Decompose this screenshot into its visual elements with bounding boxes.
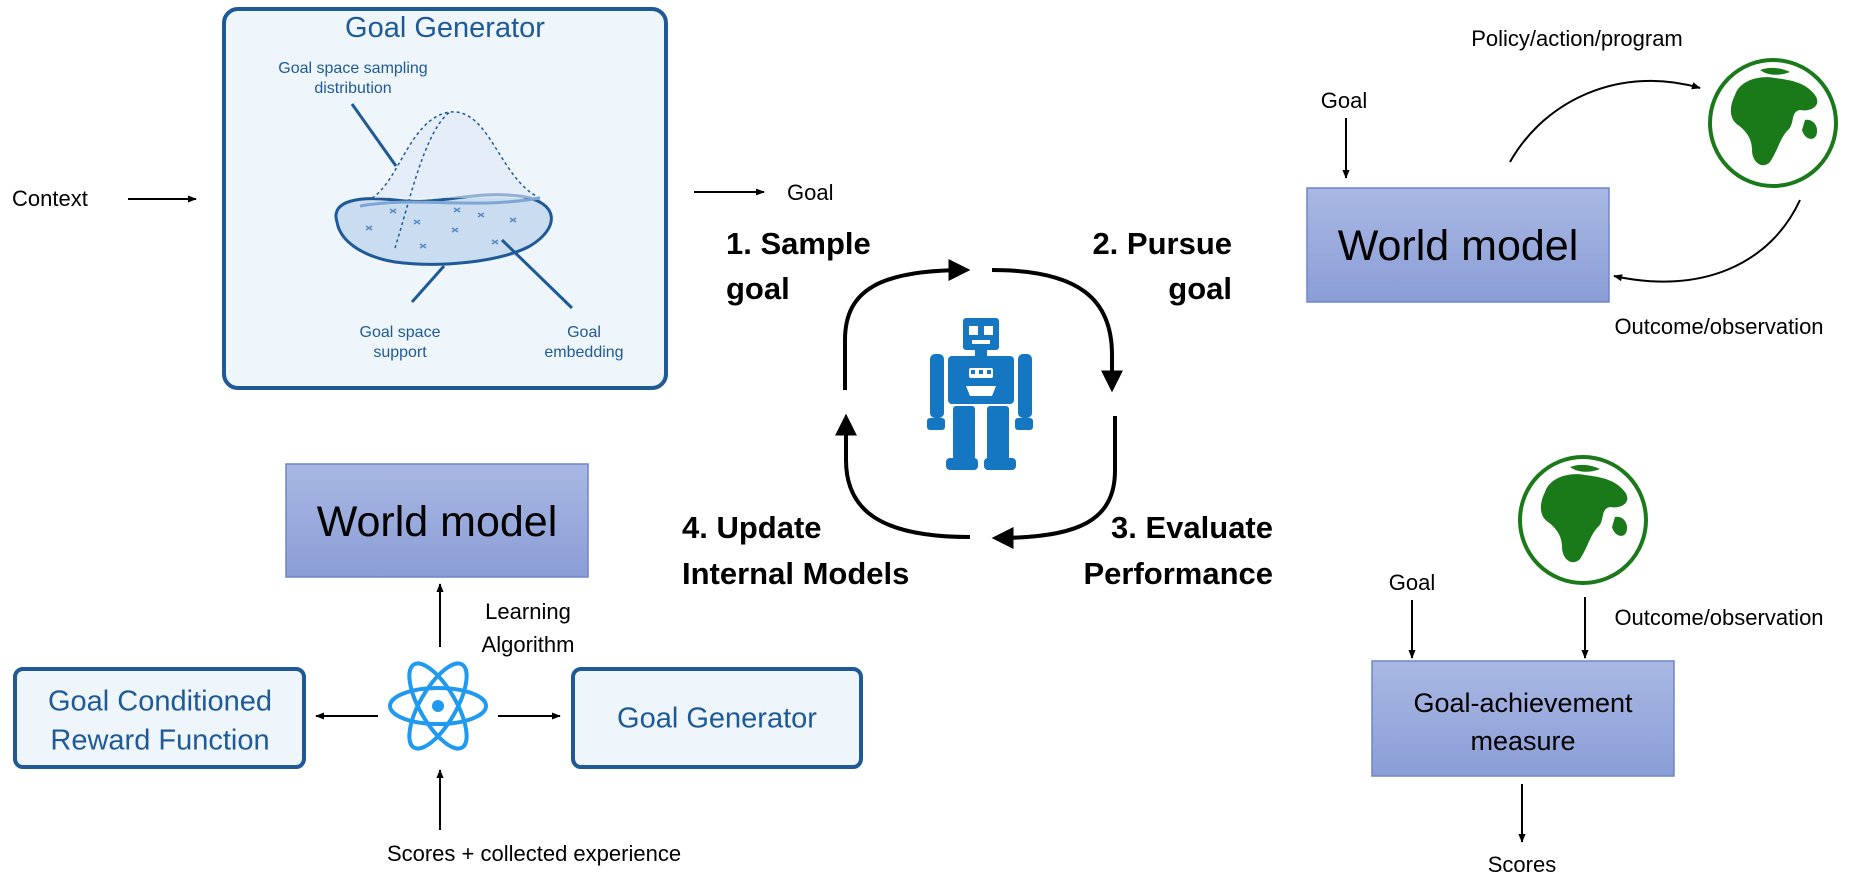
- step4-line2: Internal Models: [682, 556, 909, 591]
- reward-label-line1: Goal Conditioned: [48, 686, 272, 718]
- goal-achievement-section: Goal Outcome/observation Goal-achievemen…: [1371, 455, 1824, 877]
- goal-embedding-points: [365, 207, 517, 249]
- outcome-label-bottom: Outcome/observation: [1614, 605, 1823, 630]
- world-model-label-bottom: World model: [317, 498, 558, 546]
- world-model-label-top: World model: [1338, 222, 1579, 270]
- sampling-distribution-line2: distribution: [314, 80, 391, 97]
- goal-achievement-box: [1371, 660, 1675, 777]
- goal-generator-section: Context Goal Generator: [12, 7, 833, 390]
- distribution-ridge: [359, 196, 541, 208]
- cycle-arrow-evaluate: [991, 416, 1117, 549]
- context-label: Context: [12, 186, 88, 211]
- embedding-pointer-line: [500, 238, 574, 310]
- goal-generator-box: [571, 667, 863, 769]
- sampling-distribution-line1: Goal space sampling: [278, 60, 427, 77]
- step3-line2: Performance: [1083, 556, 1273, 591]
- world-model-box-bottom: [285, 463, 589, 578]
- goal-generator-box-label: Goal Generator: [617, 703, 817, 735]
- cycle-arrow-pursue: [991, 268, 1123, 393]
- outcome-arrow-top: [1613, 199, 1801, 283]
- goal-label-bottom: Goal: [1389, 570, 1435, 595]
- learning-label-line2: Algorithm: [482, 632, 575, 657]
- learning-cycle: 1. Sample goal 2. Pursue goal 3. Evaluat…: [682, 226, 1273, 591]
- sampling-distribution-curve: [371, 111, 541, 199]
- goal-space-support-shape: [334, 193, 553, 266]
- measure-label-line2: measure: [1470, 726, 1575, 756]
- step2-line2: goal: [1168, 271, 1232, 306]
- distribution-pointer-line: [350, 103, 398, 167]
- learning-label-line1: Learning: [485, 599, 571, 624]
- goal-generator-title: Goal Generator: [345, 12, 545, 44]
- reward-function-box: [13, 667, 306, 769]
- support-pointer-line: [410, 265, 446, 303]
- step2-line1: 2. Pursue: [1092, 226, 1232, 261]
- measure-label-line1: Goal-achievement: [1413, 688, 1633, 718]
- scores-experience-label: Scores + collected experience: [387, 841, 681, 866]
- policy-arrow: [1509, 79, 1701, 163]
- distribution-dashed-edge: [394, 111, 451, 249]
- support-label-line2: support: [373, 344, 427, 361]
- policy-label: Policy/action/program: [1471, 26, 1683, 51]
- outcome-label-top: Outcome/observation: [1614, 314, 1823, 339]
- earth-icon: [1708, 58, 1838, 188]
- goal-space-illustration: [334, 103, 574, 310]
- embedding-label-line1: Goal: [567, 324, 601, 341]
- atom-icon: [388, 661, 488, 751]
- learning-algorithm-section: World model Learning Algorithm Goal Cond…: [13, 463, 863, 866]
- goal-output-label: Goal: [787, 180, 833, 205]
- world-model-box-top: [1306, 187, 1610, 303]
- robot-icon: [927, 318, 1033, 470]
- cycle-arrow-update: [835, 413, 971, 539]
- step1-line1: 1. Sample: [726, 226, 871, 261]
- cycle-arrow-sample: [843, 259, 971, 390]
- world-model-loop: Policy/action/program Goal World model O…: [1306, 26, 1838, 339]
- earth-icon: [1518, 455, 1648, 585]
- step1-line2: goal: [726, 271, 790, 306]
- goal-label-top: Goal: [1321, 88, 1367, 113]
- embedding-label-line2: embedding: [544, 344, 623, 361]
- reward-label-line2: Reward Function: [50, 725, 269, 757]
- step4-line1: 4. Update: [682, 510, 822, 545]
- scores-output-label: Scores: [1488, 852, 1556, 877]
- step3-line1: 3. Evaluate: [1111, 510, 1273, 545]
- support-label-line1: Goal space: [360, 324, 441, 341]
